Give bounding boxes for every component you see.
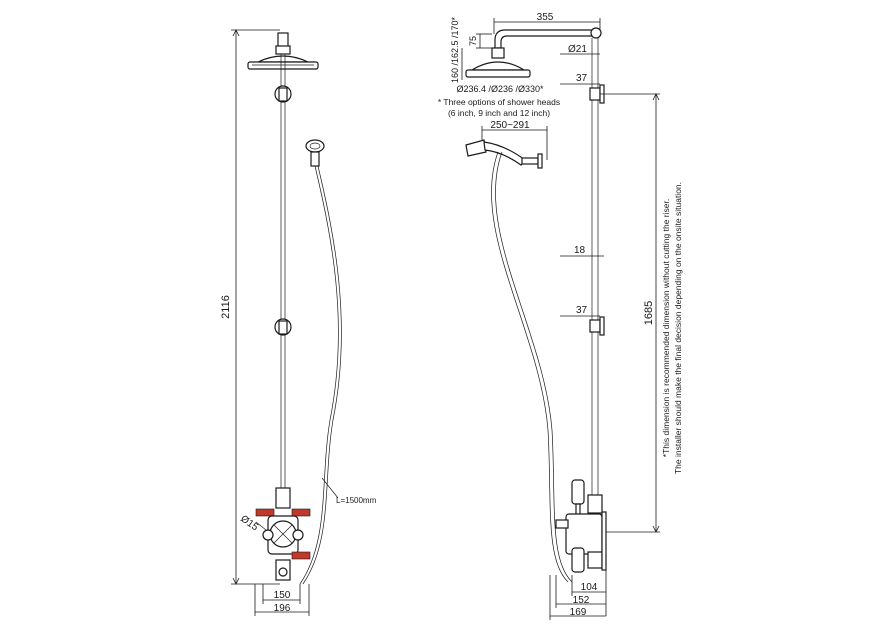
front-view: 2116 L=1500mm	[220, 29, 377, 616]
depth-104-label: 104	[581, 582, 598, 593]
gap-18-label: 18	[574, 245, 586, 256]
note-line-2: (6 inch, 9 inch and 12 inch)	[448, 108, 550, 118]
front-shower-head	[247, 32, 319, 70]
front-bracket-mid	[274, 318, 292, 336]
side-valve	[555, 479, 607, 573]
head-diameters-label: Ø236.4 /Ø236 /Ø330*	[456, 84, 544, 94]
drop-75-label: 75	[468, 36, 478, 46]
handset-250-291-label: 250~291	[490, 120, 530, 131]
side-shower-head	[465, 47, 531, 78]
depth-169-label: 169	[570, 607, 587, 618]
hose-length-label: L=1500mm	[336, 496, 377, 505]
front-valve	[255, 487, 311, 581]
recommendation-line-2: The installer should make the final deci…	[673, 182, 683, 474]
height-2116-label: 2116	[220, 295, 232, 319]
note-line-1: * Three options of shower heads	[438, 97, 560, 107]
bracket-37-top-label: 37	[576, 73, 588, 84]
width-196-label: 196	[274, 603, 291, 614]
arm-355-label: 355	[537, 12, 554, 23]
head-heights-label: 160 /162.5 /170*	[450, 16, 460, 83]
side-view: 355 75 160 /162.5 /170* Ø236.4 /Ø236 /Ø3…	[438, 12, 683, 620]
diameter-15-label: Ø15	[238, 513, 260, 533]
bracket-37-low-label: 37	[576, 305, 588, 316]
riser-d21-label: Ø21	[568, 44, 587, 55]
side-bracket-low: 37	[560, 305, 605, 336]
recommendation-line-1: *This dimension is recommended dimension…	[661, 199, 671, 457]
riser-1685-label: 1685	[643, 301, 655, 325]
front-handset	[299, 139, 342, 585]
side-bracket-top: 37	[560, 73, 660, 104]
depth-152-label: 152	[573, 595, 590, 606]
front-bracket-top	[274, 85, 292, 103]
width-150-label: 150	[274, 590, 291, 601]
side-handset: 250~291	[465, 120, 573, 583]
